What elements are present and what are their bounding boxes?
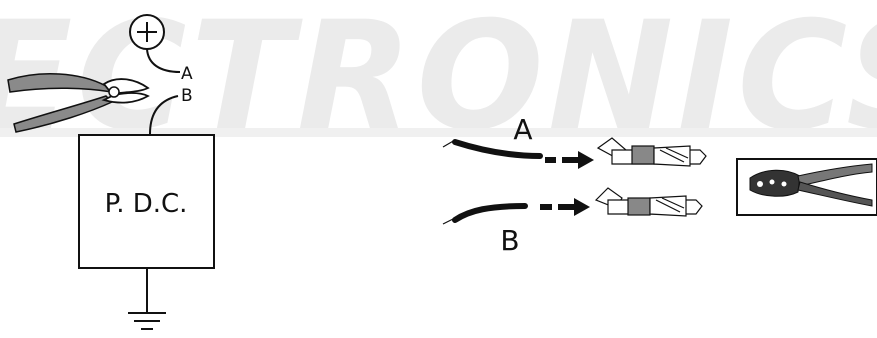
wire-a-label: A	[181, 64, 193, 84]
dashed-arrow-a	[545, 151, 594, 169]
pdc-label: P. D.C.	[105, 189, 188, 219]
wire-b-label: B	[181, 86, 193, 106]
crimping-pliers-icon	[736, 158, 877, 216]
wire-a-line	[146, 48, 181, 73]
wire-b-line	[149, 95, 179, 135]
watermark-band	[0, 128, 877, 137]
crimp-terminal-a-icon	[596, 137, 707, 167]
ground-icon	[128, 268, 166, 330]
crimp-wire-a-label: A	[513, 113, 532, 146]
dashed-arrow-b	[540, 198, 590, 216]
positive-terminal-icon	[129, 14, 165, 50]
crimp-wire-a	[452, 139, 543, 159]
crimp-wire-b	[452, 203, 528, 223]
wire-cutter-pliers-icon	[7, 73, 150, 133]
crimp-terminal-b-icon	[594, 187, 703, 217]
crimp-wire-b-label: B	[500, 224, 519, 257]
pdc-box	[78, 134, 215, 269]
